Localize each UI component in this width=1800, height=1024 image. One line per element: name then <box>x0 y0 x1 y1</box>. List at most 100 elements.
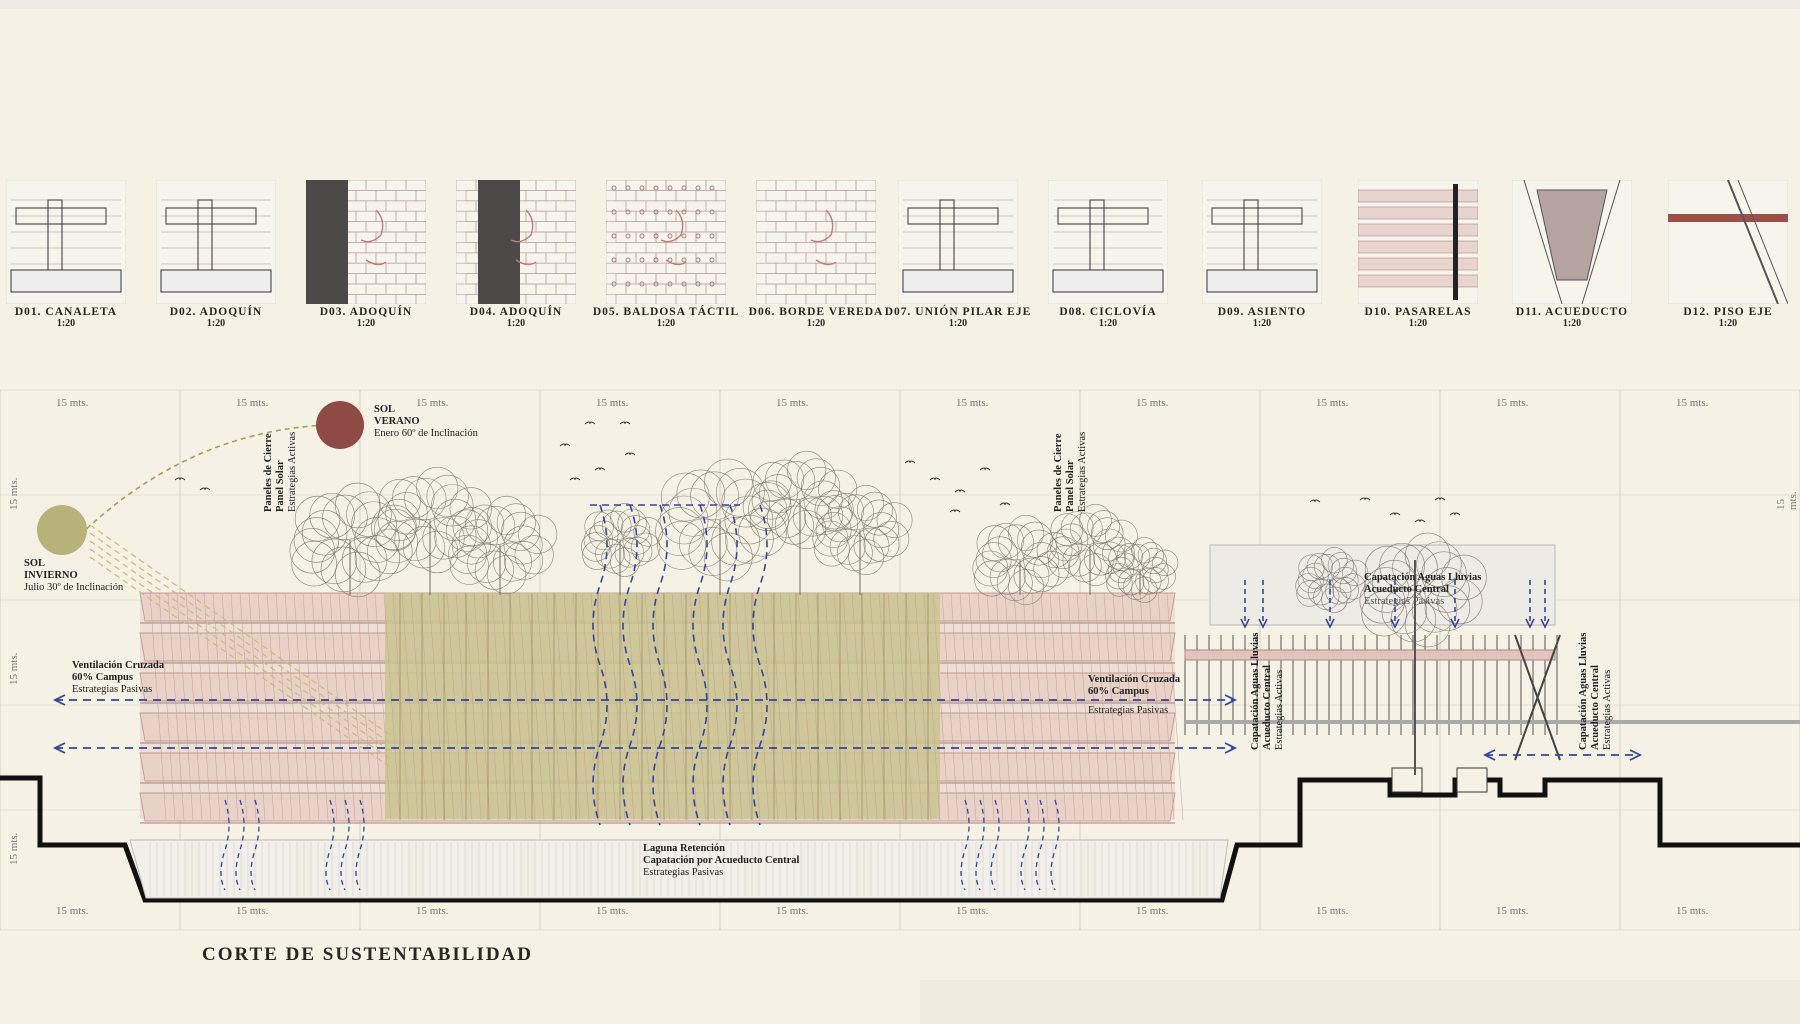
rain-arrows <box>1240 580 1550 629</box>
detail-tactile-tile <box>606 180 726 304</box>
grid-label-vertical: 15 mts. <box>8 652 20 685</box>
vent-left-line2: 60% Campus <box>72 672 133 683</box>
sun-summer-subtitle: VERANO <box>374 416 420 427</box>
canopy-structure <box>1184 560 1800 793</box>
vent-right-line1: Ventilación Cruzada <box>1088 674 1181 685</box>
detail-scale: 1:20 <box>656 318 676 329</box>
detail-label: D03. ADOQUÍN <box>319 306 413 318</box>
detail-label: D09. ASIENTO <box>1217 306 1307 318</box>
detail-bike-lane <box>1048 180 1168 304</box>
grid-label: 15 mts. <box>1136 397 1169 409</box>
grid-label: 15 mts. <box>776 905 809 917</box>
bottom-band <box>920 980 1800 1024</box>
tree-canopy <box>289 450 1487 648</box>
detail-scale: 1:20 <box>948 318 968 329</box>
grid-label: 15 mts. <box>1316 397 1349 409</box>
detail-scale: 1:20 <box>56 318 76 329</box>
grid-label: 15 mts. <box>1136 905 1169 917</box>
grid-label: 15 mts. <box>596 905 629 917</box>
detail-scale: 1:20 <box>1562 318 1582 329</box>
detail-axis-floor <box>1668 180 1788 304</box>
panels-right-line2: Panel Solar <box>1065 460 1076 512</box>
grid-label: 15 mts. <box>1316 905 1349 917</box>
grid-label: 15 mts. <box>1496 905 1529 917</box>
detail-label: D01. CANALETA <box>14 306 118 318</box>
detail-label: D08. CICLOVÍA <box>1059 306 1157 318</box>
sun-summer-note: Enero 60º de Inclinación <box>374 428 478 439</box>
sun-winter-note: Julio 30º de Inclinación <box>24 582 124 593</box>
detail-label: D12. PISO EJE <box>1683 306 1773 318</box>
wind-arrows <box>52 504 1643 891</box>
capture-mid-label: Capatación Aguas Lluvias Acueducto Centr… <box>1250 633 1286 750</box>
detail-label: D05. BALDOSA TÁCTIL <box>592 306 740 318</box>
detail-sidewalk-edge <box>756 180 876 304</box>
detail-scale: 1:20 <box>506 318 526 329</box>
top-strip <box>0 0 1800 9</box>
sun-path <box>79 424 331 536</box>
sun-summer-label: SOL VERANO Enero 60º de Inclinación <box>374 404 478 440</box>
grid-label-vertical: 15 mts. <box>8 832 20 865</box>
capture-top-note: Estrategias Pasivas <box>1364 596 1445 607</box>
panels-left-note: Estrategias Activas <box>287 431 298 512</box>
grid-label: 15 mts. <box>1676 905 1709 917</box>
detail-label: D04. ADOQUÍN <box>469 306 563 318</box>
detail-label: D10. PASARELAS <box>1364 306 1472 318</box>
detail-scale: 1:20 <box>1408 318 1428 329</box>
capture-right-line1: Capatación Aguas Lluvias <box>1578 632 1589 750</box>
detail-scale: 1:20 <box>1252 318 1272 329</box>
detail-scale: 1:20 <box>206 318 226 329</box>
lagoon-line1: Laguna Retención <box>643 843 725 854</box>
grid-label-vertical: 15 mts. <box>8 477 20 510</box>
capture-mid-note: Estrategias Activas <box>1274 669 1285 750</box>
sun-summer-title: SOL <box>374 404 396 415</box>
capture-top-line2: Acueducto Central <box>1364 584 1449 595</box>
ground-profile <box>0 775 1800 903</box>
detail-scale: 1:20 <box>806 318 826 329</box>
detail-scale: 1:20 <box>356 318 376 329</box>
canopy-area <box>1209 544 1556 626</box>
capture-right-note: Estrategias Activas <box>1602 669 1613 750</box>
detail-aqueduct <box>1512 180 1632 304</box>
lagoon-label: Laguna Retención Capatación por Acueduct… <box>643 843 799 879</box>
vent-left-note: Estrategias Pasivas <box>72 684 153 695</box>
sun-winter-label: SOL INVIERNO Julio 30º de Inclinación <box>24 558 123 594</box>
vent-left-label: Ventilación Cruzada 60% Campus Estrategi… <box>72 660 164 696</box>
capture-top-line1: Capatación Aguas Lluvias <box>1364 572 1482 583</box>
detail-gutter-detail <box>6 180 126 304</box>
sun-summer-icon <box>316 401 364 449</box>
detail-paver-detail <box>156 180 276 304</box>
section-title: CORTE DE SUSTENTABILIDAD <box>202 944 533 965</box>
detail-scale: 1:20 <box>1098 318 1118 329</box>
panels-right-line1: Paneles de Cierre <box>1053 433 1064 512</box>
capture-right-label: Capatación Aguas Lluvias Acueducto Centr… <box>1578 633 1614 750</box>
detail-label: D11. ACUEDUCTO <box>1515 306 1629 318</box>
detail-label: D06. BORDE VEREDA <box>748 306 884 318</box>
panels-left-line2: Panel Solar <box>275 460 286 512</box>
vent-left-line1: Ventilación Cruzada <box>72 660 165 671</box>
panels-left-label: Paneles de Cierre Panel Solar Estrategia… <box>263 432 299 512</box>
grid-label: 15 mts. <box>416 905 449 917</box>
detail-label: D02. ADOQUÍN <box>169 306 263 318</box>
detail-scale: 1:20 <box>1718 318 1738 329</box>
grid-label: 15 mts. <box>416 397 449 409</box>
lagoon-basin <box>129 839 1229 899</box>
detail-paver-plan <box>306 180 426 304</box>
vent-right-label: Ventilación Cruzada 60% Campus Estrategi… <box>1088 674 1180 724</box>
grid-label: 15 mts. <box>1676 397 1709 409</box>
lagoon-hatch <box>149 842 1215 896</box>
sun-winter-icon <box>37 505 87 555</box>
panels-left-line1: Paneles de Cierre <box>263 433 274 512</box>
detail-label: D07. UNIÓN PILAR EJE <box>884 306 1032 318</box>
lagoon-line2: Capatación por Acueducto Central <box>643 855 800 866</box>
grid-label-vertical: 15 mts. <box>1775 491 1799 510</box>
capture-top-label: Capatación Aguas Lluvias Acueducto Centr… <box>1364 572 1481 608</box>
capture-mid-line2: Acueducto Central <box>1262 665 1273 750</box>
grid-label: 15 mts. <box>1496 397 1529 409</box>
detail-paver-plan <box>456 180 576 304</box>
lagoon-note: Estrategias Pasivas <box>643 867 724 878</box>
panels-right-label: Paneles de Cierre Panel Solar Estrategia… <box>1053 432 1089 512</box>
grid-label: 15 mts. <box>596 397 629 409</box>
detail-column-joint <box>898 180 1018 304</box>
grid-label: 15 mts. <box>956 397 989 409</box>
